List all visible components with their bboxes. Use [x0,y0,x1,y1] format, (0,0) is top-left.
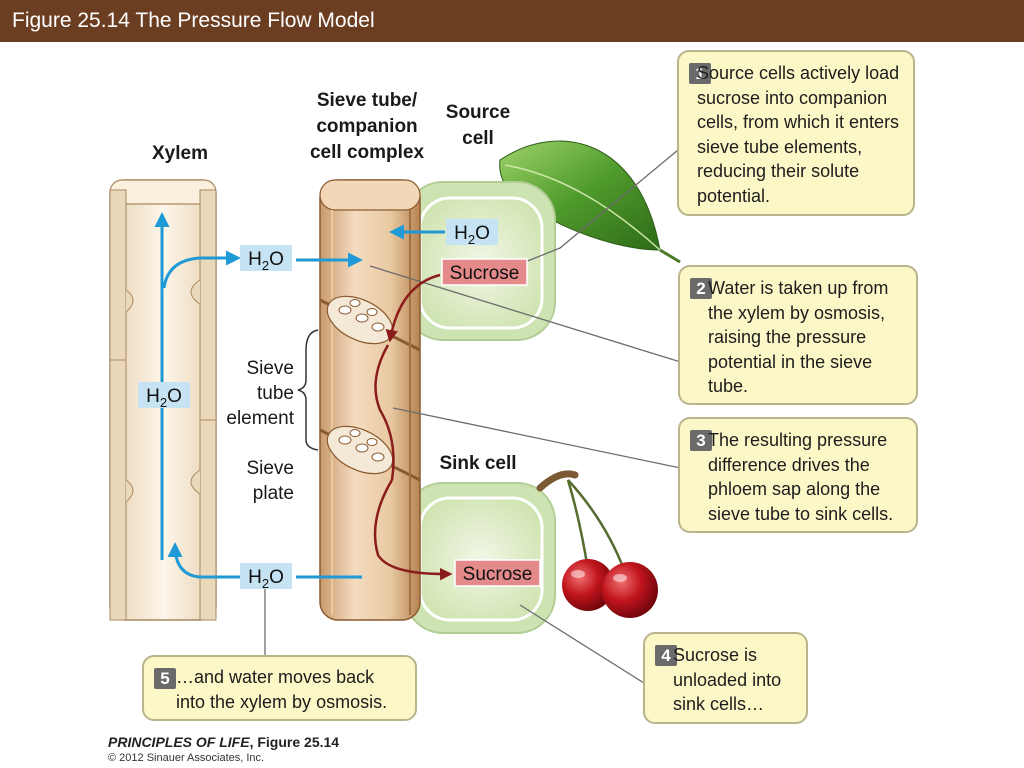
pointer-lines [264,149,701,691]
step-number-5: 5 [154,668,176,689]
sink-cell-label: Sink cell [439,453,516,474]
sieve-tube-element-brace [297,329,319,451]
step-number-1: 1 [689,63,711,84]
h2o-box-source: H2O [446,219,498,247]
h2o-o: O [167,386,182,407]
cherries-illustration [536,470,658,618]
h2o-sub: 2 [262,576,269,591]
source-cell-label-2: cell [462,128,494,149]
callout-text-2: Water is taken up from the xylem by osmo… [708,278,889,396]
sieve-plate-label-1: Sieve [246,458,294,479]
h2o-sub: 2 [262,258,269,273]
h2o-o: O [269,249,284,270]
sucrose-box-source: Sucrose [441,258,528,286]
xylem-label: Xylem [152,143,208,164]
svg-text:H2O: H2O [454,223,490,247]
h2o-box-xylem: H2O [138,382,190,410]
title-bar: Figure 25.14 The Pressure Flow Model [0,0,1024,42]
page-title: Figure 25.14 The Pressure Flow Model [12,9,375,32]
book-credit: PRINCIPLES OF LIFE, Figure 25.14 [108,734,339,750]
h2o-sub: 2 [160,395,167,410]
callout-text-5: …and water moves back into the xylem by … [176,667,388,712]
sucrose-box-sink: Sucrose [454,559,541,587]
sink-cell [404,482,556,634]
h2o-o: O [475,223,490,244]
copyright: © 2012 Sinauer Associates, Inc. [108,752,265,764]
h2o-box-xylem-to-tube: H2O [240,245,292,273]
svg-text:H2O: H2O [248,249,284,273]
source-cell-label-1: Source [446,102,510,123]
sucrose-arrows [373,273,453,581]
h2o-h: H [248,249,262,270]
callout-text-1: Source cells actively load sucrose into … [697,63,900,206]
h2o-box-return: H2O [240,563,292,591]
step-number-2: 2 [690,278,712,299]
sieve-tube-element-label-3: element [226,408,294,429]
sieve-tube-complex-label-3: cell complex [310,142,424,163]
h2o-sub: 2 [468,232,475,247]
sieve-plate-label-2: plate [253,483,294,504]
callout-step-5: 5 …and water moves back into the xylem b… [142,655,417,721]
callout-text-3: The resulting pressure difference drives… [708,430,894,524]
h2o-h: H [146,386,160,407]
book-title: PRINCIPLES OF LIFE [108,734,250,750]
callout-text-4: Sucrose is unloaded into sink cells… [673,645,782,714]
svg-text:H2O: H2O [248,567,284,591]
sieve-plate-upper [326,295,394,345]
sucrose-label-sink: Sucrose [463,564,533,585]
callout-step-1: 1 Source cells actively load sucrose int… [677,50,915,216]
h2o-h: H [248,567,262,588]
leaf-illustration [499,140,681,264]
h2o-o: O [269,567,284,588]
sieve-tube-element-label-2: tube [257,383,294,404]
sieve-tube-element-label-1: Sieve [246,358,294,379]
svg-text:H2O: H2O [146,386,182,410]
figure-ref: , Figure 25.14 [249,734,340,750]
sieve-plate-lower [326,425,394,475]
callout-step-2: 2 Water is taken up from the xylem by os… [678,265,918,405]
sucrose-label-source: Sucrose [450,263,520,284]
callout-step-4: 4 Sucrose is unloaded into sink cells… [643,632,808,724]
sieve-tube [319,179,421,621]
sieve-tube-complex-label-1: Sieve tube/ [317,90,418,111]
callout-step-3: 3 The resulting pressure difference driv… [678,417,918,533]
h2o-h: H [454,223,468,244]
step-number-4: 4 [655,645,677,666]
sieve-tube-complex-label-2: companion [316,116,417,137]
step-number-3: 3 [690,430,712,451]
